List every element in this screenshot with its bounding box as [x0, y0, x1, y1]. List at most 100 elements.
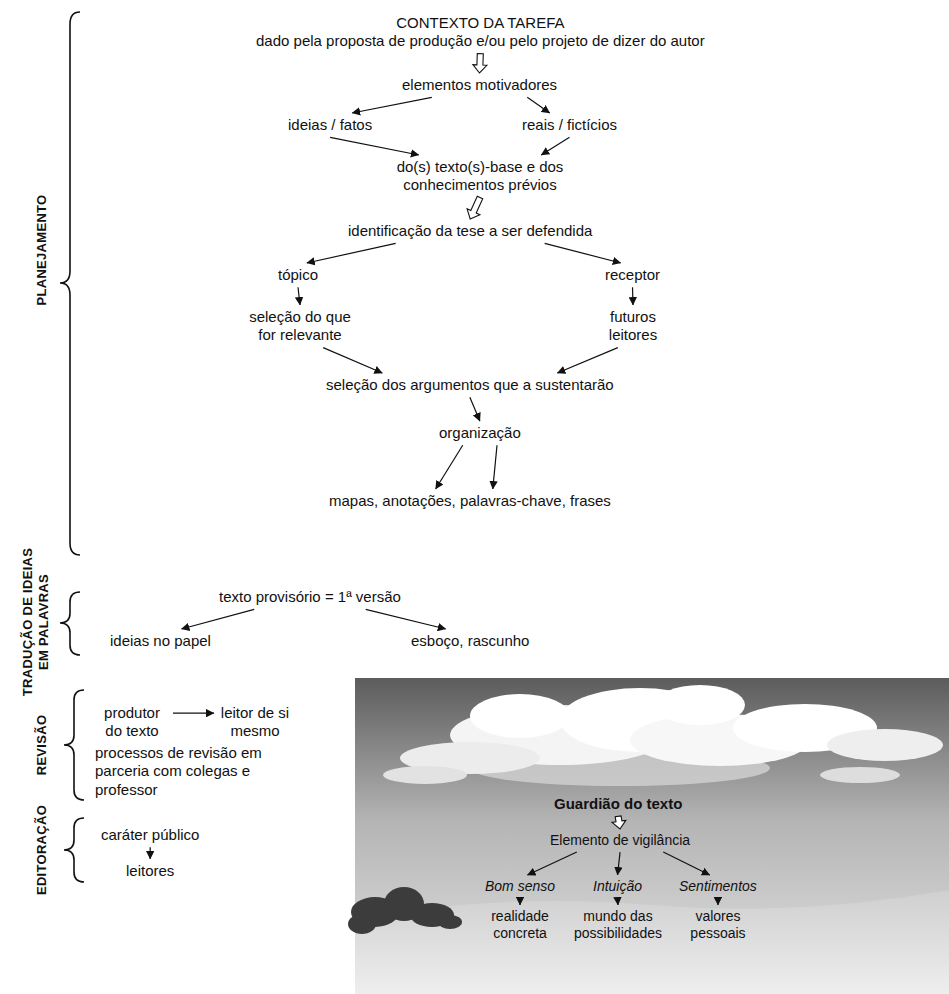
curly-brace — [60, 592, 80, 655]
node-text: Intuição — [593, 878, 642, 895]
arrow-connector — [493, 445, 497, 489]
node-text: realidade concreta — [482, 908, 558, 942]
text-node: esboço, rascunho — [409, 632, 531, 650]
tree — [438, 915, 462, 929]
arrow-connector — [150, 847, 151, 859]
arrow-connector — [663, 852, 709, 875]
text-node: produtor do texto — [94, 704, 170, 741]
text-node: reais / fictícios — [520, 116, 619, 134]
text-node: Sentimentos — [677, 878, 759, 895]
text-node: Intuição — [591, 878, 644, 895]
arrow-connector — [436, 445, 463, 489]
arrow-connector — [527, 97, 549, 113]
block-arrow — [467, 196, 483, 219]
arrow-connector — [366, 609, 446, 629]
curly-brace — [60, 12, 80, 555]
node-text: seleção do que for relevante — [244, 308, 356, 345]
section-label: REVISÃO — [34, 715, 50, 776]
node-text: leitores — [126, 862, 174, 880]
text-node: leitor de si mesmo — [217, 704, 293, 741]
text-node: do(s) texto(s)-base e dos conhecimentos … — [378, 158, 582, 195]
arrow-connector — [618, 852, 621, 875]
node-text: esboço, rascunho — [411, 632, 529, 650]
text-node: seleção do que for relevante — [242, 308, 358, 345]
node-text: ideias / fatos — [288, 116, 372, 134]
node-text: elementos motivadores — [402, 76, 557, 94]
cloud — [827, 729, 943, 761]
node-text: texto provisório = 1ª versão — [219, 588, 401, 606]
note-text: processos de revisão em parceria com col… — [95, 744, 267, 799]
arrow-connector — [173, 713, 214, 714]
arrow-connector — [181, 609, 254, 629]
curly-brace — [64, 690, 84, 800]
arrow-connector — [307, 243, 396, 263]
arrow-connector — [617, 898, 619, 905]
node-text: leitor de si mesmo — [219, 704, 291, 741]
arrow-connector — [527, 852, 576, 875]
node-text: Guardião do texto — [554, 795, 682, 813]
node-text: seleção dos argumentos que a sustentarão — [326, 376, 614, 394]
ground — [355, 890, 949, 994]
text-node: ideias / fatos — [286, 116, 374, 134]
text-node: caráter público — [99, 826, 201, 844]
arrow-connector — [632, 287, 634, 305]
text-node: valores pessoais — [680, 908, 756, 942]
arrow-connector — [298, 287, 300, 305]
node-text: organização — [439, 424, 521, 442]
node-text: reais / fictícios — [522, 116, 617, 134]
node-text: caráter público — [101, 826, 199, 844]
text-node: mapas, anotações, palavras-chave, frases — [327, 492, 613, 510]
section-label: EDITORAÇÃO — [34, 805, 50, 895]
arrow-connector — [717, 898, 718, 905]
node-text: Elemento de vigilância — [550, 832, 690, 849]
text-node: Bom senso — [483, 878, 557, 895]
text-node: seleção dos argumentos que a sustentarão — [324, 376, 616, 394]
text-node: realidade concreta — [480, 908, 560, 942]
arrow-connector — [323, 348, 382, 373]
node-text: Bom senso — [485, 878, 555, 895]
text-node: Elemento de vigilância — [548, 832, 692, 849]
arrow-connector — [545, 243, 621, 263]
arrow-connector — [557, 348, 617, 373]
tree — [348, 914, 376, 934]
text-node: Guardião do texto — [552, 795, 684, 813]
block-arrow — [473, 54, 487, 74]
node-text: tópico — [278, 266, 318, 284]
text-node: receptor — [603, 266, 662, 284]
text-node: mundo das possibilidades — [566, 908, 670, 942]
cloud — [820, 767, 900, 783]
node-text: futuros leitores — [597, 308, 669, 345]
node-text: valores pessoais — [682, 908, 754, 942]
text-node: leitores — [124, 862, 176, 880]
arrow-connector — [541, 137, 569, 155]
section-label: PLANEJAMENTO — [34, 195, 50, 306]
arrow-connector — [519, 898, 520, 905]
cloud — [383, 766, 467, 784]
text-node: tópico — [276, 266, 320, 284]
node-text: dado pela proposta de produção e/ou pelo… — [256, 32, 705, 50]
node-text: do(s) texto(s)-base e dos conhecimentos … — [380, 158, 580, 195]
trees — [348, 887, 462, 934]
text-node: elementos motivadores — [400, 76, 559, 94]
node-text: receptor — [605, 266, 660, 284]
clouds — [383, 685, 943, 786]
cloud — [470, 694, 570, 738]
text-node: identificação da tese a ser defendida — [346, 222, 594, 240]
node-text: mundo das possibilidades — [568, 908, 668, 942]
arrow-connector — [470, 397, 480, 421]
text-node: futuros leitores — [595, 308, 671, 345]
block-arrow — [612, 816, 626, 829]
text-node: texto provisório = 1ª versão — [217, 588, 403, 606]
curly-brace — [64, 818, 84, 882]
sky-panel — [355, 678, 949, 994]
text-node: CONTEXTO DA TAREFAdado pela proposta de … — [254, 14, 707, 51]
text-node: organização — [437, 424, 523, 442]
node-text: identificação da tese a ser defendida — [348, 222, 592, 240]
node-text: Sentimentos — [679, 878, 757, 895]
arrow-connector — [352, 97, 432, 113]
node-heading: CONTEXTO DA TAREFA — [256, 14, 705, 32]
node-text: ideias no papel — [110, 632, 211, 650]
